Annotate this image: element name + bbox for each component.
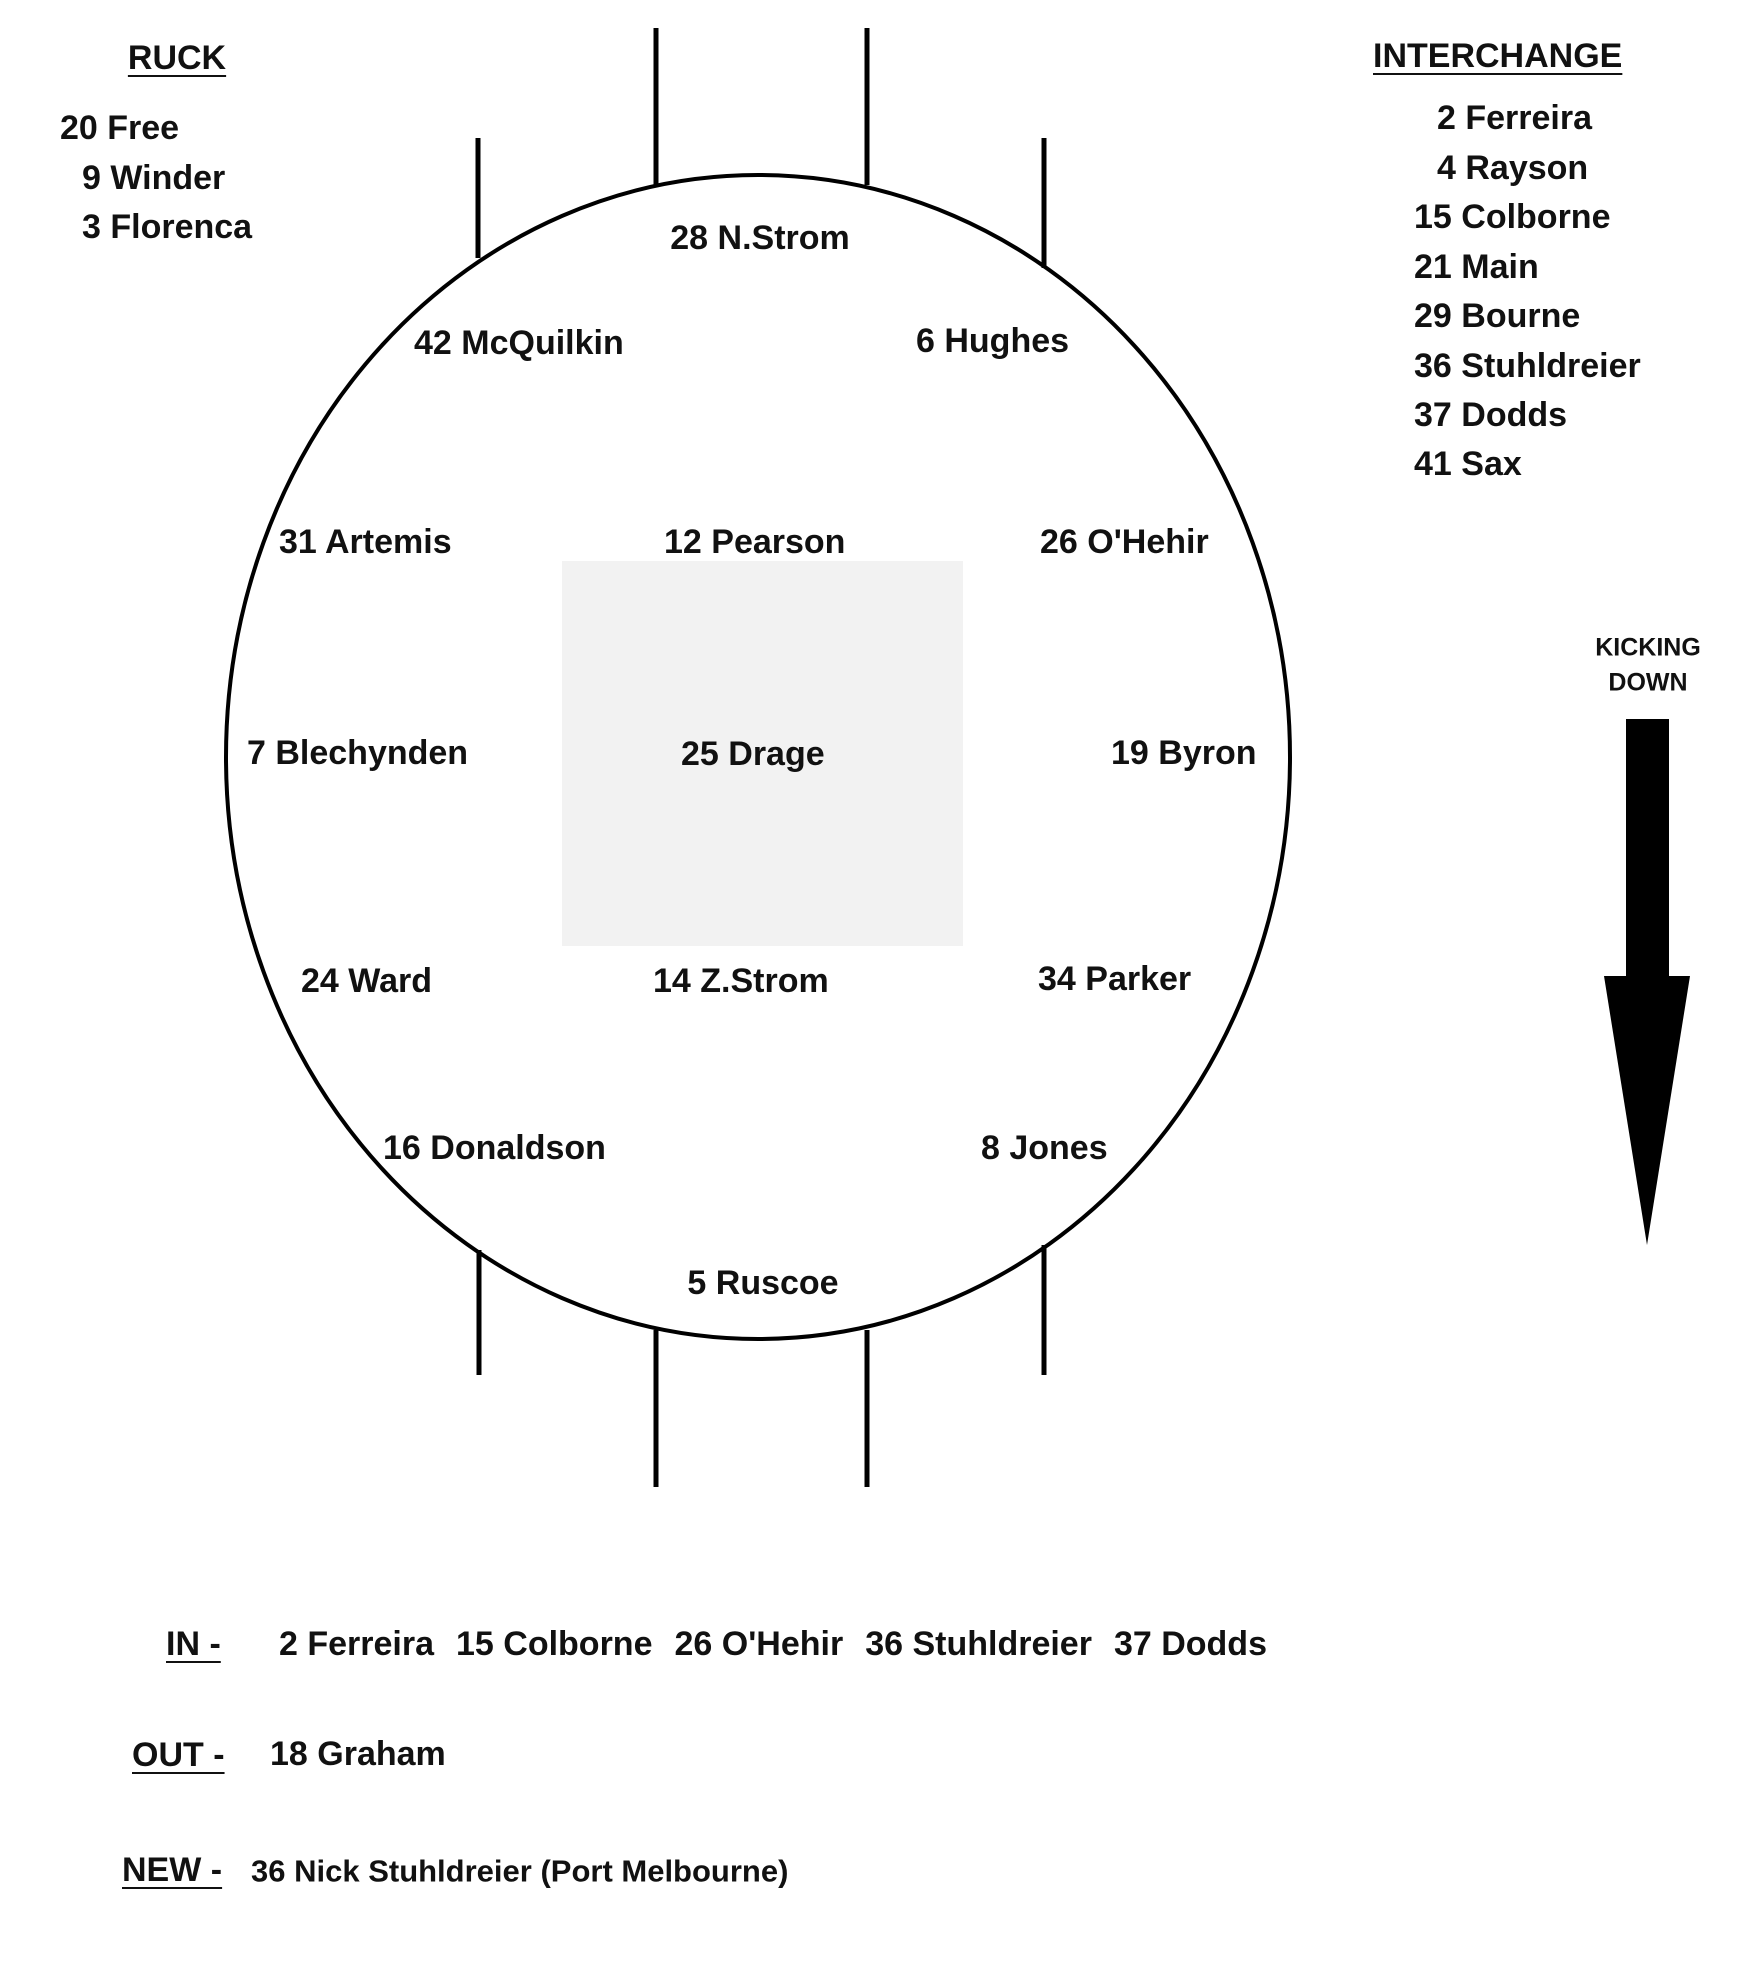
new-player: 36 Nick Stuhldreier (Port Melbourne) — [251, 1853, 789, 1889]
interchange-player: 15 Colborne — [1414, 198, 1611, 236]
in-players: 2 Ferreira 15 Colborne 26 O'Hehir 36 Stuhld… — [279, 1627, 1289, 1661]
interchange-player: 4 Rayson — [1437, 149, 1589, 187]
centre-half-back: 14 Z.Strom — [653, 962, 829, 1000]
out-label: OUT - — [132, 1736, 225, 1774]
full-back: 5 Ruscoe — [687, 1264, 839, 1302]
forward-pocket-right: 6 Hughes — [916, 322, 1070, 360]
ruck-player: 20 Free — [60, 109, 180, 147]
kicking-direction-label: DOWN — [1608, 668, 1688, 697]
in-player: 26 O'Hehir — [674, 1625, 844, 1663]
interchange-heading: INTERCHANGE — [1373, 37, 1623, 75]
half-forward-right: 26 O'Hehir — [1040, 523, 1209, 561]
boundary-line — [224, 173, 1292, 1341]
forward-pocket-left: 42 McQuilkin — [414, 324, 624, 362]
in-player: 36 Stuhldreier — [865, 1625, 1092, 1663]
centre: 25 Drage — [681, 735, 825, 773]
in-player: 15 Colborne — [456, 1625, 653, 1663]
interchange-player: 37 Dodds — [1414, 396, 1568, 434]
in-player: 2 Ferreira — [279, 1625, 434, 1663]
back-pocket-left: 16 Donaldson — [383, 1129, 606, 1167]
centre-square — [562, 561, 963, 946]
centre-half-forward: 12 Pearson — [664, 523, 846, 561]
half-back-right: 34 Parker — [1038, 960, 1192, 998]
half-back-left: 24 Ward — [301, 962, 433, 1000]
half-forward-left: 31 Artemis — [279, 523, 452, 561]
back-pocket-right: 8 Jones — [981, 1129, 1108, 1167]
goal-posts-bottom — [476, 1245, 1047, 1487]
ruck-player: 3 Florenca — [82, 208, 253, 246]
down-arrow-icon — [1604, 719, 1690, 1245]
ruck-player: 9 Winder — [82, 159, 226, 197]
out-player: 18 Graham — [270, 1735, 446, 1773]
new-label: NEW - — [122, 1851, 223, 1889]
full-forward: 28 N.Strom — [670, 219, 850, 257]
interchange-player: 36 Stuhldreier — [1414, 347, 1641, 385]
interchange-player: 2 Ferreira — [1437, 99, 1592, 137]
ruck-heading: RUCK — [127, 39, 227, 77]
kicking-direction-label: KICKING — [1595, 633, 1701, 662]
in-player: 37 Dodds — [1113, 1625, 1267, 1663]
interchange-player: 29 Bourne — [1414, 297, 1581, 335]
wing-right: 19 Byron — [1111, 734, 1257, 772]
interchange-player: 21 Main — [1414, 248, 1539, 286]
in-label: IN - — [166, 1625, 221, 1663]
interchange-player: 41 Sax — [1414, 445, 1522, 483]
goal-posts-top — [475, 28, 1047, 268]
wing-left: 7 Blechynden — [247, 734, 469, 772]
